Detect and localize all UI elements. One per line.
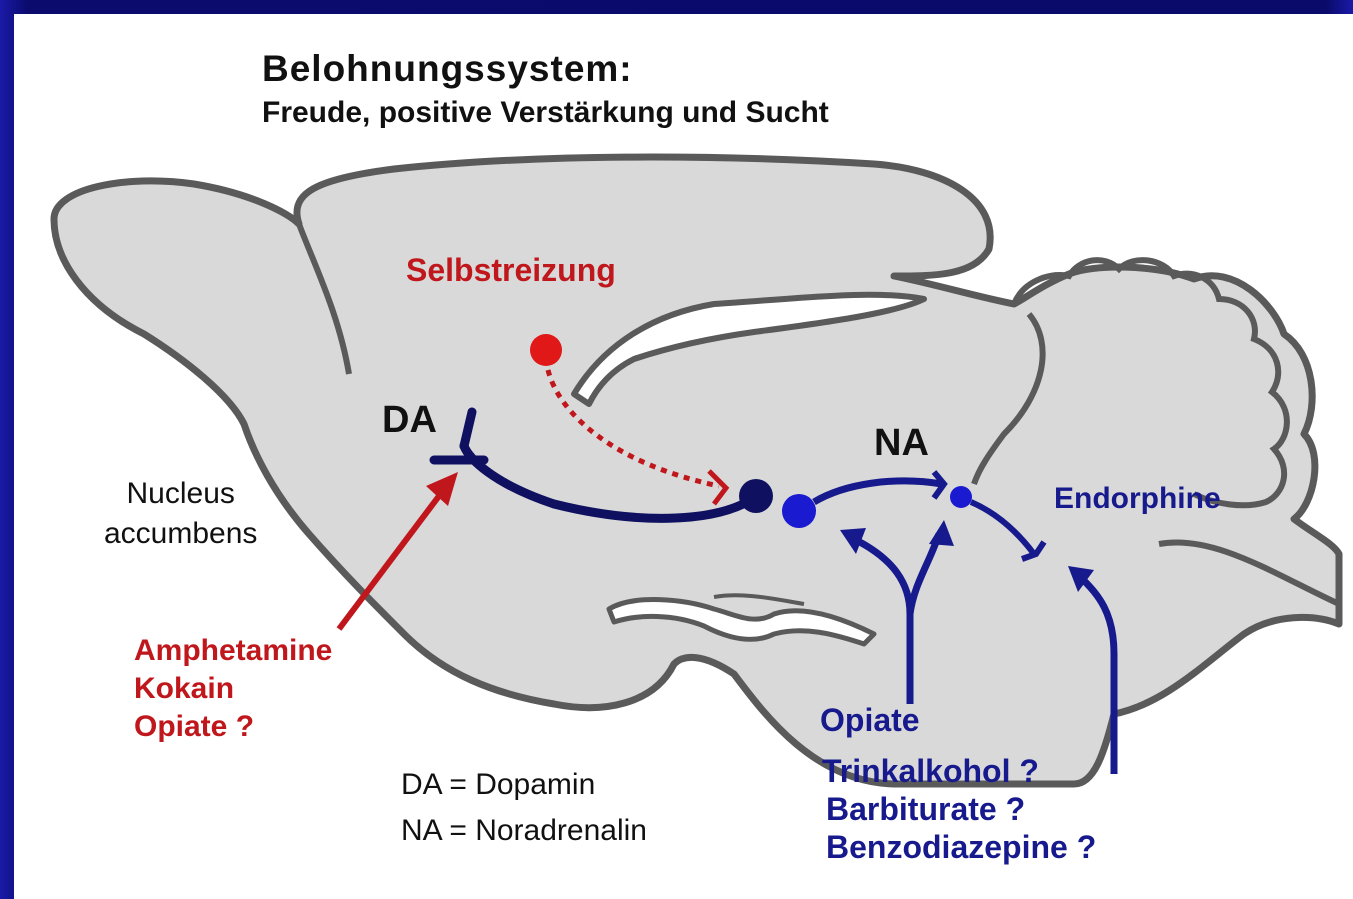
da-neuron bbox=[739, 479, 773, 513]
da-label: DA bbox=[382, 399, 437, 442]
sedative-drug-item: Barbiturate ? bbox=[822, 790, 1096, 828]
legend-item-da: DA = Dopamin bbox=[401, 762, 647, 808]
self-stimulation-label: Selbstreizung bbox=[406, 252, 616, 289]
sedative-drug-item: Benzodiazepine ? bbox=[822, 828, 1096, 866]
stimulant-drug-item: Opiate ? bbox=[134, 708, 332, 746]
endorphine-label: Endorphine bbox=[1054, 482, 1221, 516]
sedative-drug-list: Trinkalkohol ? Barbiturate ? Benzodiazep… bbox=[822, 752, 1096, 866]
nucleus-line1: Nucleus bbox=[104, 474, 257, 514]
endorphine-neuron bbox=[950, 486, 972, 508]
nucleus-accumbens-label: Nucleus accumbens bbox=[104, 474, 257, 554]
stimulant-drug-item: Amphetamine bbox=[134, 632, 332, 670]
stimulant-drug-list: Amphetamine Kokain Opiate ? bbox=[134, 632, 332, 746]
opiate-label: Opiate bbox=[820, 702, 920, 739]
stimulant-drug-item: Kokain bbox=[134, 670, 332, 708]
legend-item-na: NA = Noradrenalin bbox=[401, 808, 647, 854]
na-label: NA bbox=[874, 422, 929, 465]
na-neuron bbox=[782, 494, 816, 528]
nucleus-line2: accumbens bbox=[104, 514, 257, 554]
self-stimulation-electrode bbox=[530, 334, 562, 366]
diagram-panel: Belohnungssystem: Freude, positive Verst… bbox=[14, 14, 1353, 899]
sedative-drug-item: Trinkalkohol ? bbox=[822, 752, 1096, 790]
diagram-subtitle: Freude, positive Verstärkung und Sucht bbox=[262, 96, 829, 130]
brain-diagram bbox=[14, 14, 1353, 899]
diagram-title: Belohnungssystem: bbox=[262, 48, 633, 90]
abbreviation-legend: DA = Dopamin NA = Noradrenalin bbox=[401, 762, 647, 854]
